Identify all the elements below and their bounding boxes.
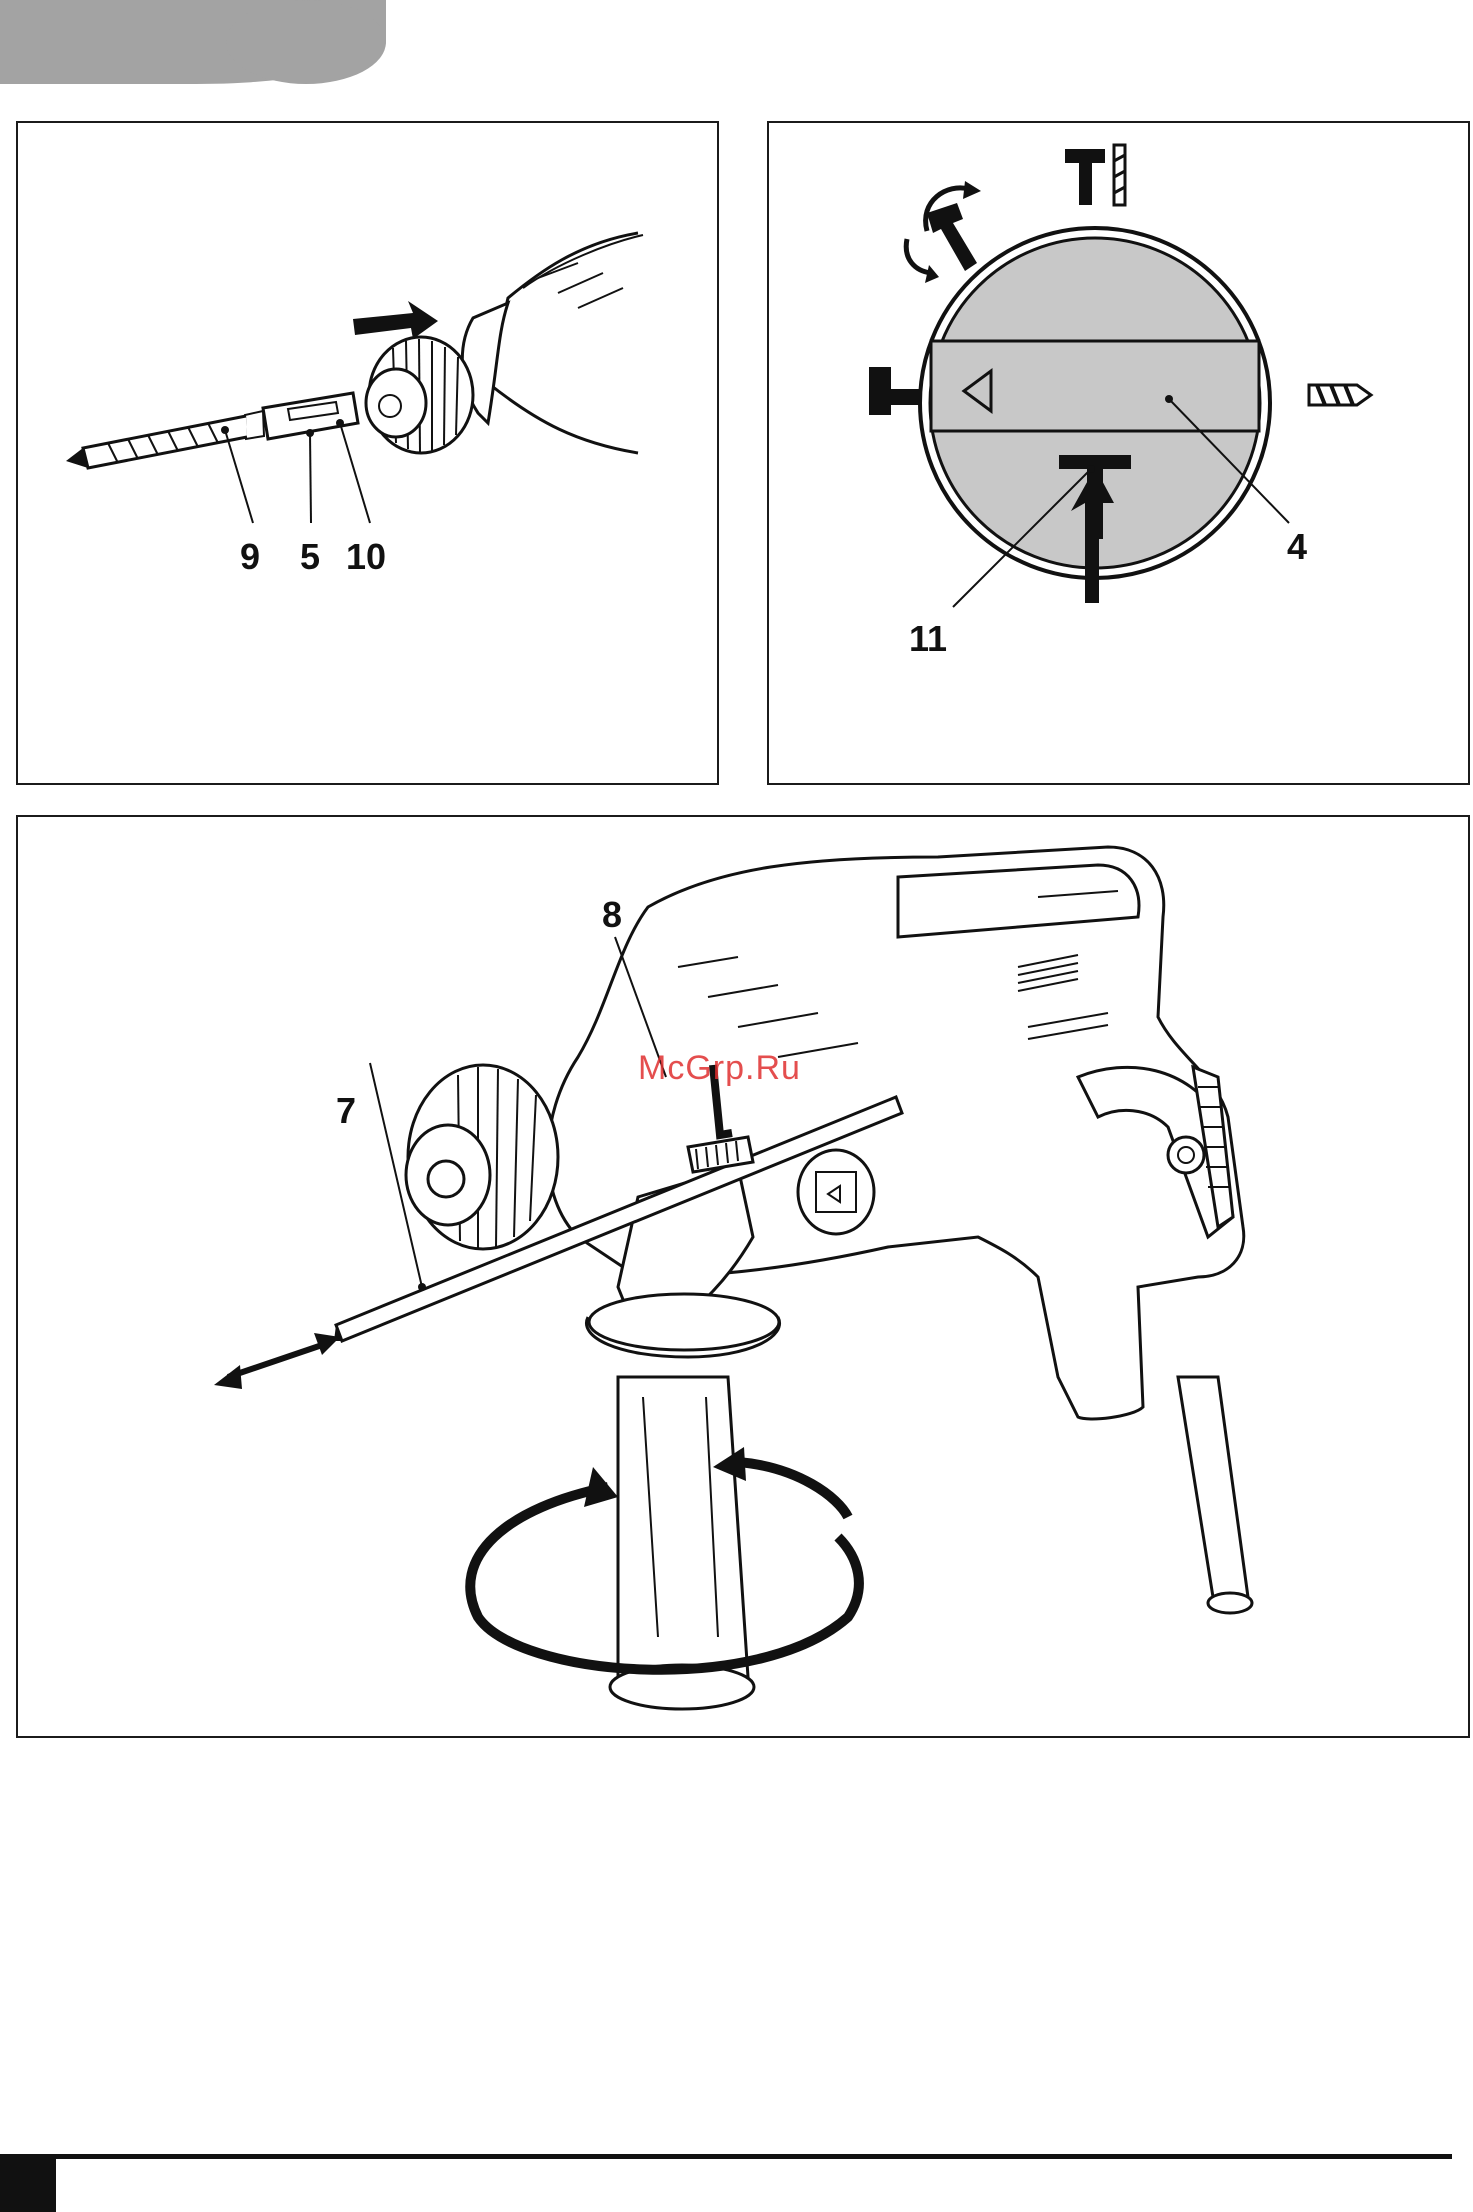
callout-release-button: 11 xyxy=(909,618,947,659)
callout-clamp-button: 8 xyxy=(602,894,622,935)
page-number-block xyxy=(0,2154,56,2212)
hammer-icon xyxy=(869,367,921,415)
figure-mode-selector: 4 11 xyxy=(767,121,1470,785)
bit-insertion-drawing: 9 5 10 xyxy=(18,123,721,787)
push-arrow-icon xyxy=(353,301,438,339)
callout-selector-knob: 4 xyxy=(1287,526,1307,567)
callout-collar: 10 xyxy=(346,536,386,577)
language-tab xyxy=(0,0,386,84)
side-handle-drawing: 8 7 xyxy=(18,817,1472,1740)
hammer-drill-icon xyxy=(1065,145,1125,205)
figure-side-handle: 8 7 xyxy=(16,815,1470,1738)
footer-rule xyxy=(0,2154,1452,2159)
rotating-hammer-icon xyxy=(906,181,981,283)
drill-icon xyxy=(1309,385,1371,405)
slide-double-arrow-icon xyxy=(214,1333,340,1389)
drill-bit xyxy=(66,393,358,468)
callout-bit: 9 xyxy=(240,536,260,577)
mode-selector-drawing: 4 11 xyxy=(769,123,1472,787)
figure-bit-insertion: 9 5 10 xyxy=(16,121,719,785)
callout-chuck-sleeve: 5 xyxy=(300,536,320,577)
watermark: McGrp.Ru xyxy=(638,1049,801,1088)
callout-depth-stop: 7 xyxy=(336,1090,356,1131)
release-button xyxy=(1059,455,1131,469)
